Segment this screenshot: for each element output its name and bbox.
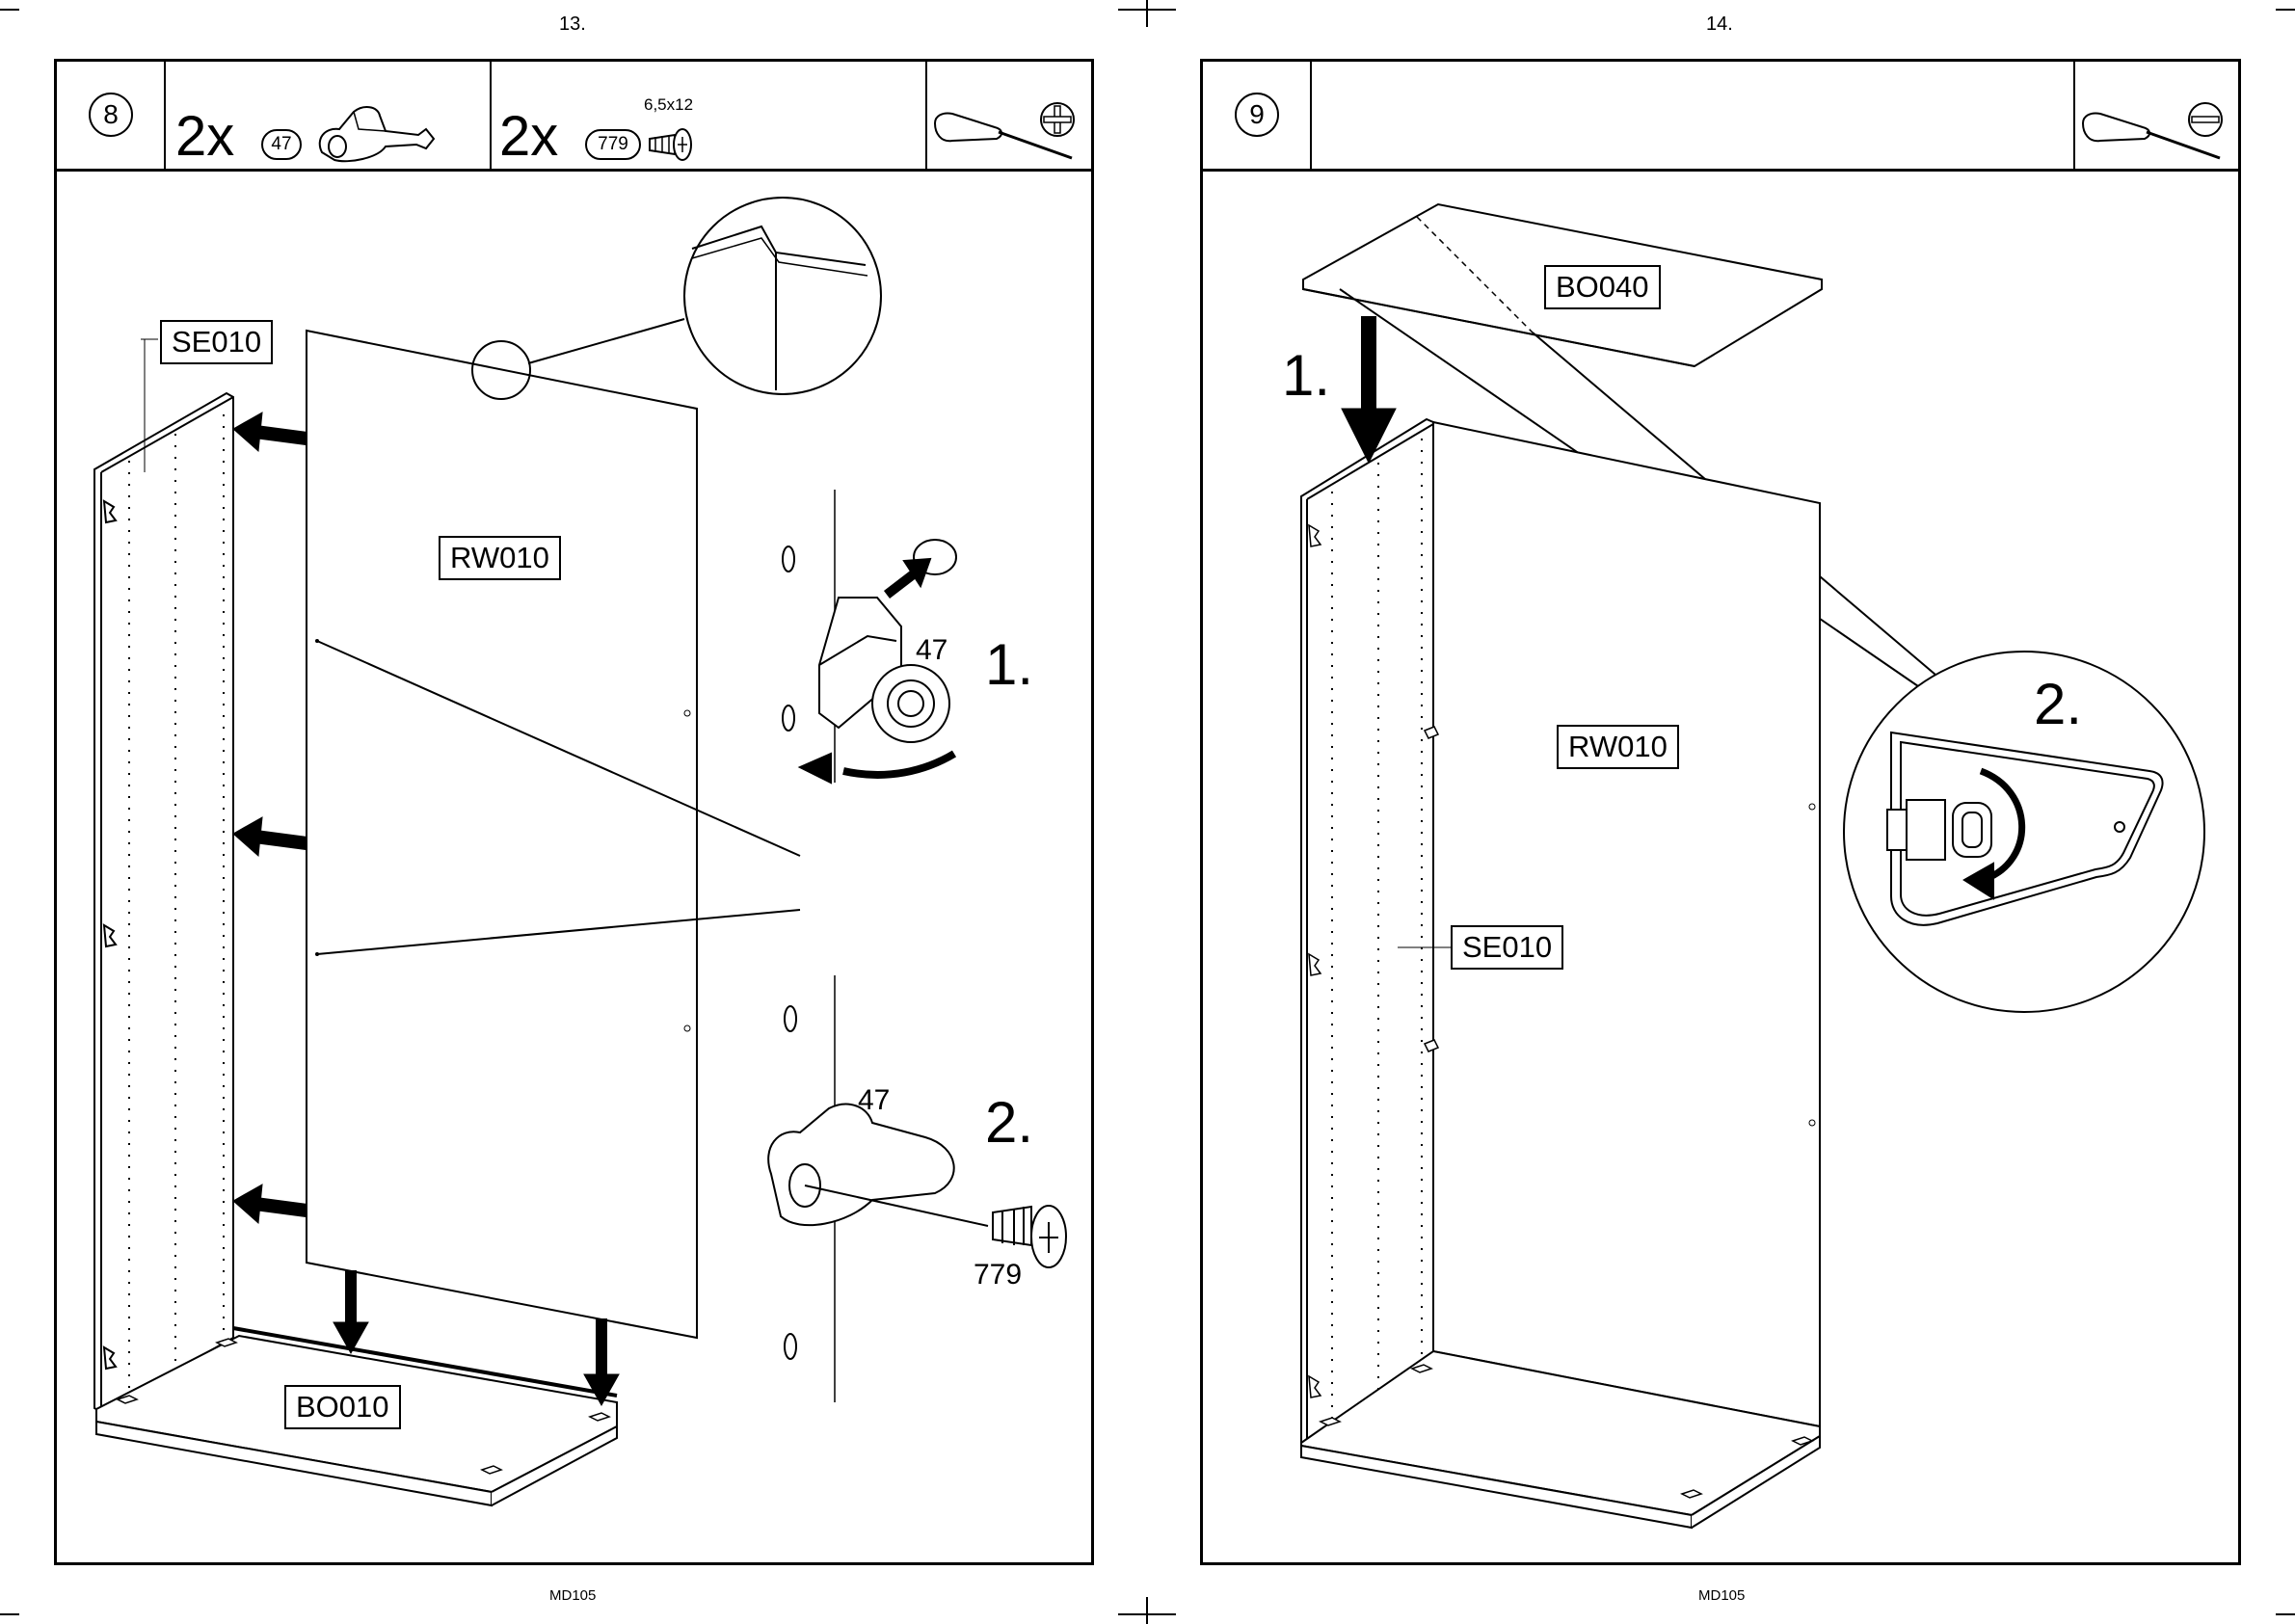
substep-1-right: 1. [1282, 342, 1330, 409]
zoom-detail-connector [1844, 652, 2204, 1012]
cabinet-body [1301, 419, 1820, 1528]
label-bo040: BO040 [1544, 265, 1661, 309]
label-rw010-right: RW010 [1557, 725, 1679, 769]
substep-2-right: 2. [2034, 671, 2082, 737]
label-se010-right: SE010 [1451, 925, 1563, 970]
down-arrow [1342, 316, 1396, 463]
